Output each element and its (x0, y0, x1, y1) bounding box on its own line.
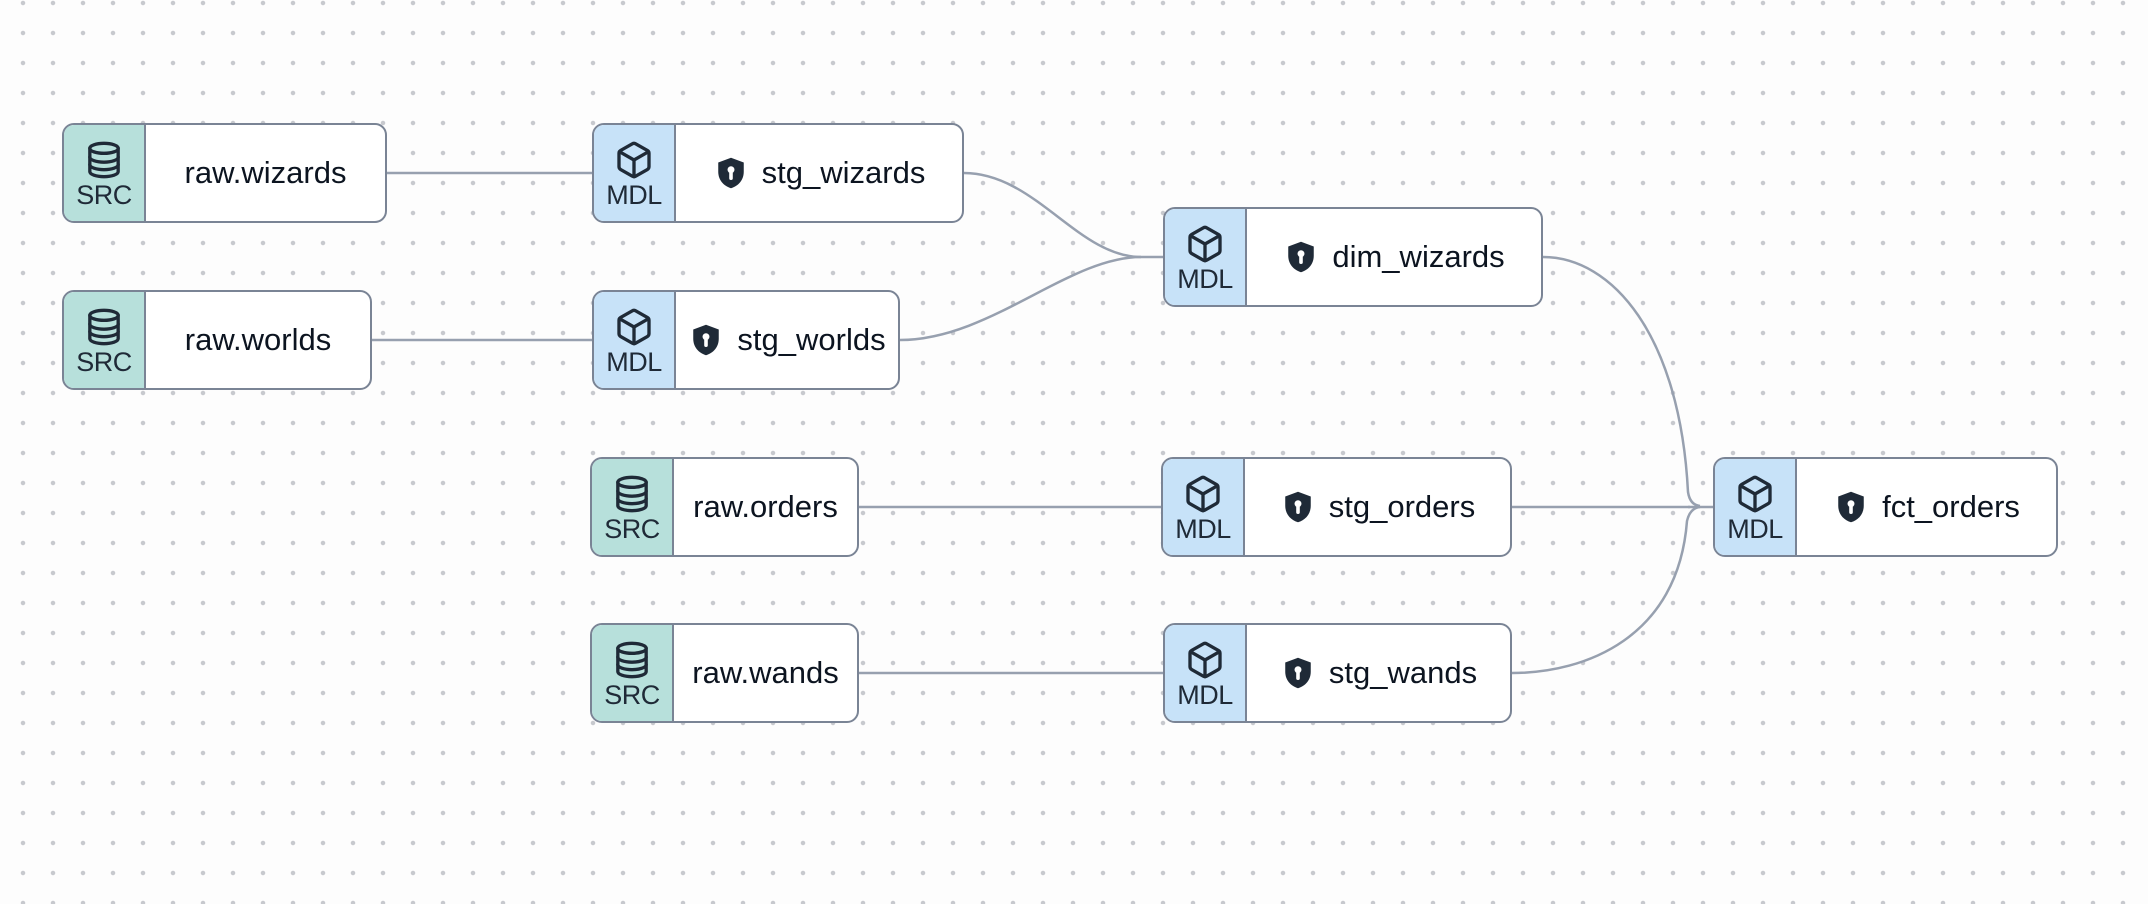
node-body: stg_orders (1245, 459, 1510, 555)
node-label: stg_worlds (737, 322, 886, 357)
shield-lock-icon (1833, 488, 1869, 526)
node-body: dim_wizards (1247, 209, 1541, 305)
source-type-badge: SRC (64, 292, 146, 388)
node-body: stg_wizards (676, 125, 962, 221)
node-label: raw.wands (692, 655, 839, 690)
cube-icon (614, 140, 654, 180)
shield-lock-icon (1283, 238, 1319, 276)
edge-stg-worlds-to-dim-wizards (899, 255, 1142, 342)
edge-dim-wizards-to-fct-orders (1542, 255, 1701, 508)
node-stg-wands[interactable]: MDL stg_wands (1163, 623, 1512, 723)
node-fct-orders[interactable]: MDL fct_orders (1713, 457, 2058, 557)
database-icon (84, 307, 124, 347)
node-label: stg_wizards (761, 155, 926, 190)
edge-stg-wizards-to-dim-wizards (963, 171, 1142, 259)
node-dim-wizards[interactable]: MDL dim_wizards (1163, 207, 1543, 307)
node-type-label: MDL (606, 346, 662, 377)
node-label: fct_orders (1882, 489, 2020, 524)
node-type-label: MDL (606, 179, 662, 210)
node-body: raw.orders (674, 459, 857, 555)
shield-lock-icon (1280, 488, 1316, 526)
model-type-badge: MDL (1163, 459, 1245, 555)
model-type-badge: MDL (1165, 209, 1247, 305)
node-body: raw.worlds (146, 292, 370, 388)
model-type-badge: MDL (1165, 625, 1247, 721)
node-raw-wizards[interactable]: SRC raw.wizards (62, 123, 387, 223)
node-type-label: MDL (1175, 513, 1231, 544)
node-body: raw.wizards (146, 125, 385, 221)
node-raw-orders[interactable]: SRC raw.orders (590, 457, 859, 557)
edge-stg-wands-to-fct-orders (1511, 505, 1701, 675)
node-body: stg_worlds (676, 292, 898, 388)
node-body: fct_orders (1797, 459, 2056, 555)
source-type-badge: SRC (592, 459, 674, 555)
node-raw-worlds[interactable]: SRC raw.worlds (62, 290, 372, 390)
model-type-badge: MDL (1715, 459, 1797, 555)
database-icon (612, 474, 652, 514)
node-stg-orders[interactable]: MDL stg_orders (1161, 457, 1512, 557)
node-raw-wands[interactable]: SRC raw.wands (590, 623, 859, 723)
model-type-badge: MDL (594, 292, 676, 388)
shield-lock-icon (713, 154, 749, 192)
node-type-label: SRC (604, 513, 660, 544)
source-type-badge: SRC (64, 125, 146, 221)
node-label: stg_orders (1328, 489, 1476, 524)
model-type-badge: MDL (594, 125, 676, 221)
node-label: raw.orders (693, 489, 838, 524)
node-type-label: SRC (76, 179, 132, 210)
cube-icon (1183, 474, 1223, 514)
node-type-label: MDL (1727, 513, 1783, 544)
node-label: stg_wands (1328, 655, 1478, 690)
shield-lock-icon (1280, 654, 1316, 692)
cube-icon (614, 307, 654, 347)
node-type-label: SRC (76, 346, 132, 377)
database-icon (612, 640, 652, 680)
cube-icon (1735, 474, 1775, 514)
node-type-label: SRC (604, 679, 660, 710)
node-type-label: MDL (1177, 263, 1233, 294)
database-icon (84, 140, 124, 180)
node-type-label: MDL (1177, 679, 1233, 710)
source-type-badge: SRC (592, 625, 674, 721)
node-stg-worlds[interactable]: MDL stg_worlds (592, 290, 900, 390)
shield-lock-icon (688, 321, 724, 359)
node-stg-wizards[interactable]: MDL stg_wizards (592, 123, 964, 223)
node-label: raw.wizards (184, 155, 347, 190)
node-body: stg_wands (1247, 625, 1510, 721)
cube-icon (1185, 640, 1225, 680)
cube-icon (1185, 224, 1225, 264)
node-label: dim_wizards (1332, 239, 1505, 274)
node-label: raw.worlds (184, 322, 332, 357)
node-body: raw.wands (674, 625, 857, 721)
